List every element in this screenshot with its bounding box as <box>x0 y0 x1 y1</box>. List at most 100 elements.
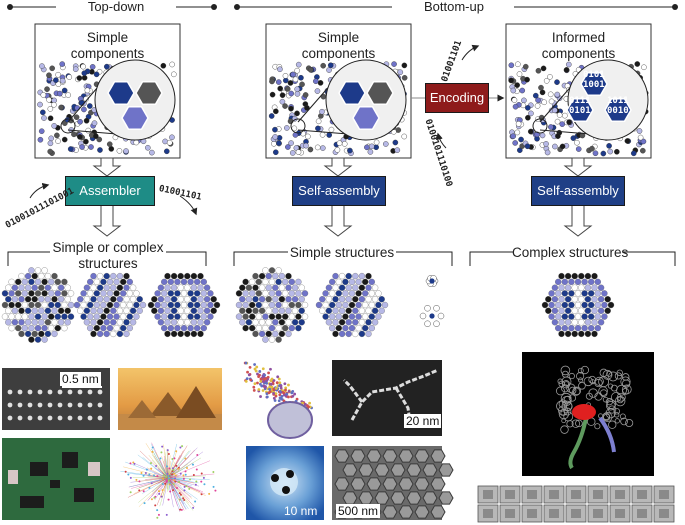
structure-cell <box>197 296 204 303</box>
component-dot <box>91 120 98 126</box>
structure-cell <box>338 330 346 338</box>
structure-cell <box>90 319 97 326</box>
scale-fluor: 10 nm <box>284 504 318 518</box>
structure-cell <box>113 313 120 320</box>
rod-particle <box>277 377 281 381</box>
network-edge <box>151 454 169 479</box>
structure-cell <box>381 301 389 309</box>
rod-particle <box>261 389 265 392</box>
component-dot <box>566 119 572 125</box>
component-dot <box>517 147 523 154</box>
network-node <box>132 461 135 464</box>
structure-cell <box>129 307 137 314</box>
component-dot <box>383 141 389 147</box>
structure-cell <box>601 301 608 309</box>
protein-coil <box>616 396 624 404</box>
network-node <box>148 486 151 489</box>
network-node <box>192 506 195 509</box>
component-dot <box>516 71 523 77</box>
component-dot <box>106 141 113 147</box>
crystal <box>430 449 446 463</box>
structure-cell <box>90 307 97 314</box>
network-node <box>165 475 168 478</box>
structure-cell <box>87 324 94 332</box>
structure-cell <box>249 278 256 286</box>
structure-cell <box>54 290 61 297</box>
network-node <box>171 467 174 470</box>
structure-cell <box>61 301 68 309</box>
network-node <box>157 513 160 516</box>
atom <box>7 389 13 395</box>
atom <box>17 402 23 408</box>
structure-cell <box>548 290 555 297</box>
structure-cell <box>365 307 372 314</box>
structure-cell <box>5 284 12 291</box>
structure-cell <box>282 290 289 297</box>
structure-cell <box>44 319 52 326</box>
rod-particle <box>279 386 283 390</box>
photo-circuit <box>2 438 110 520</box>
component-dot <box>47 140 54 147</box>
network-node <box>173 479 176 482</box>
rod-particle <box>272 396 276 400</box>
network-node <box>156 516 159 519</box>
component-dot <box>55 71 61 78</box>
structure-cell <box>362 278 369 286</box>
structure-cell <box>235 313 243 320</box>
component-dot <box>514 82 520 88</box>
structure-cell <box>288 324 295 332</box>
structure-cell <box>345 296 352 303</box>
network-node <box>178 498 181 501</box>
structure-cell <box>239 296 246 303</box>
rod-particle <box>274 394 278 398</box>
label-sticker <box>88 462 100 476</box>
structure-cell <box>268 267 276 274</box>
component-dot <box>116 148 123 154</box>
structure-cell <box>258 284 266 291</box>
structure-cell <box>187 290 194 297</box>
component-dot <box>272 149 279 156</box>
structure-cell <box>170 307 178 314</box>
cube-face <box>549 509 559 518</box>
network-node <box>138 480 141 483</box>
component-dot <box>562 112 568 119</box>
component-dot <box>294 91 301 97</box>
network-node <box>195 468 198 471</box>
structure-cell <box>588 290 595 297</box>
component-dot <box>81 106 87 113</box>
zoom-circle-1 <box>60 59 176 141</box>
component-dot <box>392 139 399 146</box>
component-dot <box>575 146 582 152</box>
structure-cell <box>126 278 133 286</box>
network-node <box>161 483 164 486</box>
down-arrow <box>563 157 593 177</box>
rod-particle <box>285 392 289 396</box>
network-node <box>145 468 148 471</box>
network-node <box>124 470 127 473</box>
structure-cell <box>288 290 295 297</box>
structure-cell <box>272 284 279 291</box>
network-edge <box>129 477 169 488</box>
bracket-top-down <box>7 251 207 266</box>
structure-cell <box>301 290 309 297</box>
network-node <box>165 513 168 516</box>
network-edge <box>167 473 215 479</box>
structure-cell <box>129 296 137 303</box>
structure-cell <box>180 290 188 297</box>
structure-cell <box>574 290 582 297</box>
network-node <box>171 458 174 461</box>
component-dot <box>606 143 612 149</box>
structure-cell <box>597 307 605 314</box>
structure-cell <box>93 301 100 309</box>
structure-cell <box>329 313 336 320</box>
structure-cell <box>578 307 585 314</box>
structure-cell <box>21 290 28 297</box>
structure-cell <box>365 319 372 326</box>
structure-cell <box>561 290 568 297</box>
rod-particle <box>275 381 279 385</box>
hex-code: 0101 <box>569 106 591 116</box>
protein-coil <box>603 413 611 421</box>
structure-cell <box>568 301 575 309</box>
network-edge <box>167 450 191 479</box>
structure-info-2 <box>541 272 615 338</box>
